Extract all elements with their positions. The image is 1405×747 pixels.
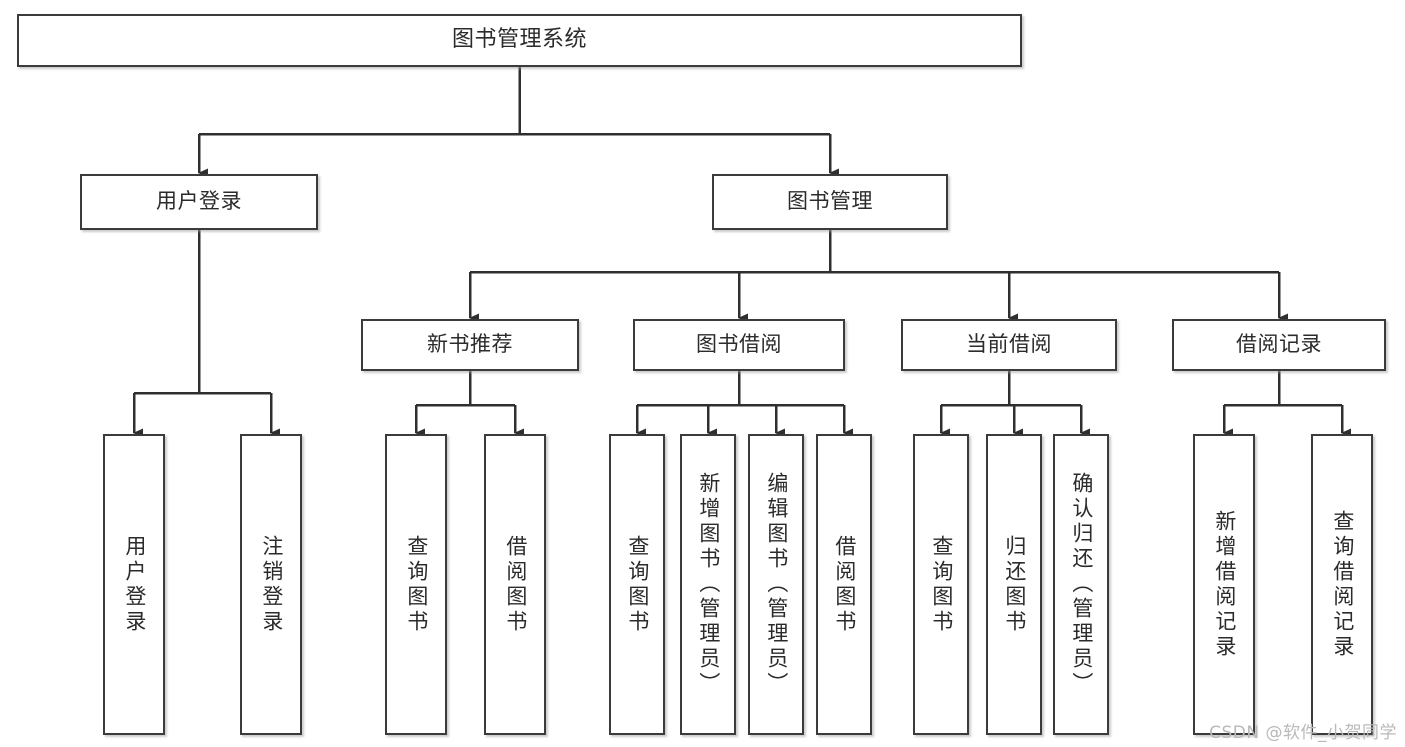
node-label: 用户登录 bbox=[156, 189, 242, 214]
node-l_login[interactable]: 用户登录 bbox=[103, 434, 165, 735]
node-label: 新书推荐 bbox=[427, 332, 513, 357]
node-label: 查询图书 bbox=[625, 534, 650, 635]
node-l_logout[interactable]: 注销登录 bbox=[240, 434, 302, 735]
node-label: 归还图书 bbox=[1002, 534, 1027, 635]
node-l_qrec[interactable]: 查询借阅记录 bbox=[1311, 434, 1373, 735]
node-root[interactable]: 图书管理系统 bbox=[17, 14, 1022, 67]
node-l_confirm[interactable]: 确认归还（管理员） bbox=[1053, 434, 1109, 735]
node-borrow[interactable]: 图书借阅 bbox=[633, 319, 845, 371]
node-l_addbook[interactable]: 新增图书（管理员） bbox=[680, 434, 736, 735]
node-l_addrec[interactable]: 新增借阅记录 bbox=[1193, 434, 1255, 735]
node-label: 图书管理系统 bbox=[451, 27, 587, 53]
node-label: 借阅图书 bbox=[503, 534, 528, 635]
node-label: 查询借阅记录 bbox=[1330, 509, 1355, 660]
node-l_bbook2[interactable]: 借阅图书 bbox=[816, 434, 872, 735]
node-newbook[interactable]: 新书推荐 bbox=[361, 319, 579, 371]
node-label: 查询图书 bbox=[929, 534, 954, 635]
node-label: 借阅图书 bbox=[832, 534, 857, 635]
node-label: 当前借阅 bbox=[966, 332, 1052, 357]
node-label: 用户登录 bbox=[122, 534, 147, 635]
node-label: 确认归还（管理员） bbox=[1069, 472, 1094, 697]
node-current[interactable]: 当前借阅 bbox=[901, 319, 1117, 371]
edge-group bbox=[132, 67, 1351, 438]
node-label: 图书借阅 bbox=[696, 332, 782, 357]
node-label: 借阅记录 bbox=[1236, 332, 1322, 357]
node-l_qbook2[interactable]: 查询图书 bbox=[609, 434, 665, 735]
node-l_return[interactable]: 归还图书 bbox=[986, 434, 1042, 735]
node-login[interactable]: 用户登录 bbox=[80, 174, 318, 230]
node-l_editbook[interactable]: 编辑图书（管理员） bbox=[748, 434, 804, 735]
node-l_qbook3[interactable]: 查询图书 bbox=[913, 434, 969, 735]
node-records[interactable]: 借阅记录 bbox=[1172, 319, 1386, 371]
node-label: 图书管理 bbox=[787, 189, 873, 214]
node-l_bbook1[interactable]: 借阅图书 bbox=[484, 434, 546, 735]
csdn-watermark: CSDN @软件_小贺同学 bbox=[1209, 723, 1397, 743]
node-label: 新增借阅记录 bbox=[1212, 509, 1237, 660]
node-l_qbook1[interactable]: 查询图书 bbox=[385, 434, 447, 735]
node-label: 查询图书 bbox=[404, 534, 429, 635]
node-label: 新增图书（管理员） bbox=[696, 472, 721, 697]
node-label: 编辑图书（管理员） bbox=[764, 472, 789, 697]
node-bookmgmt[interactable]: 图书管理 bbox=[712, 174, 948, 230]
node-label: 注销登录 bbox=[259, 534, 284, 635]
